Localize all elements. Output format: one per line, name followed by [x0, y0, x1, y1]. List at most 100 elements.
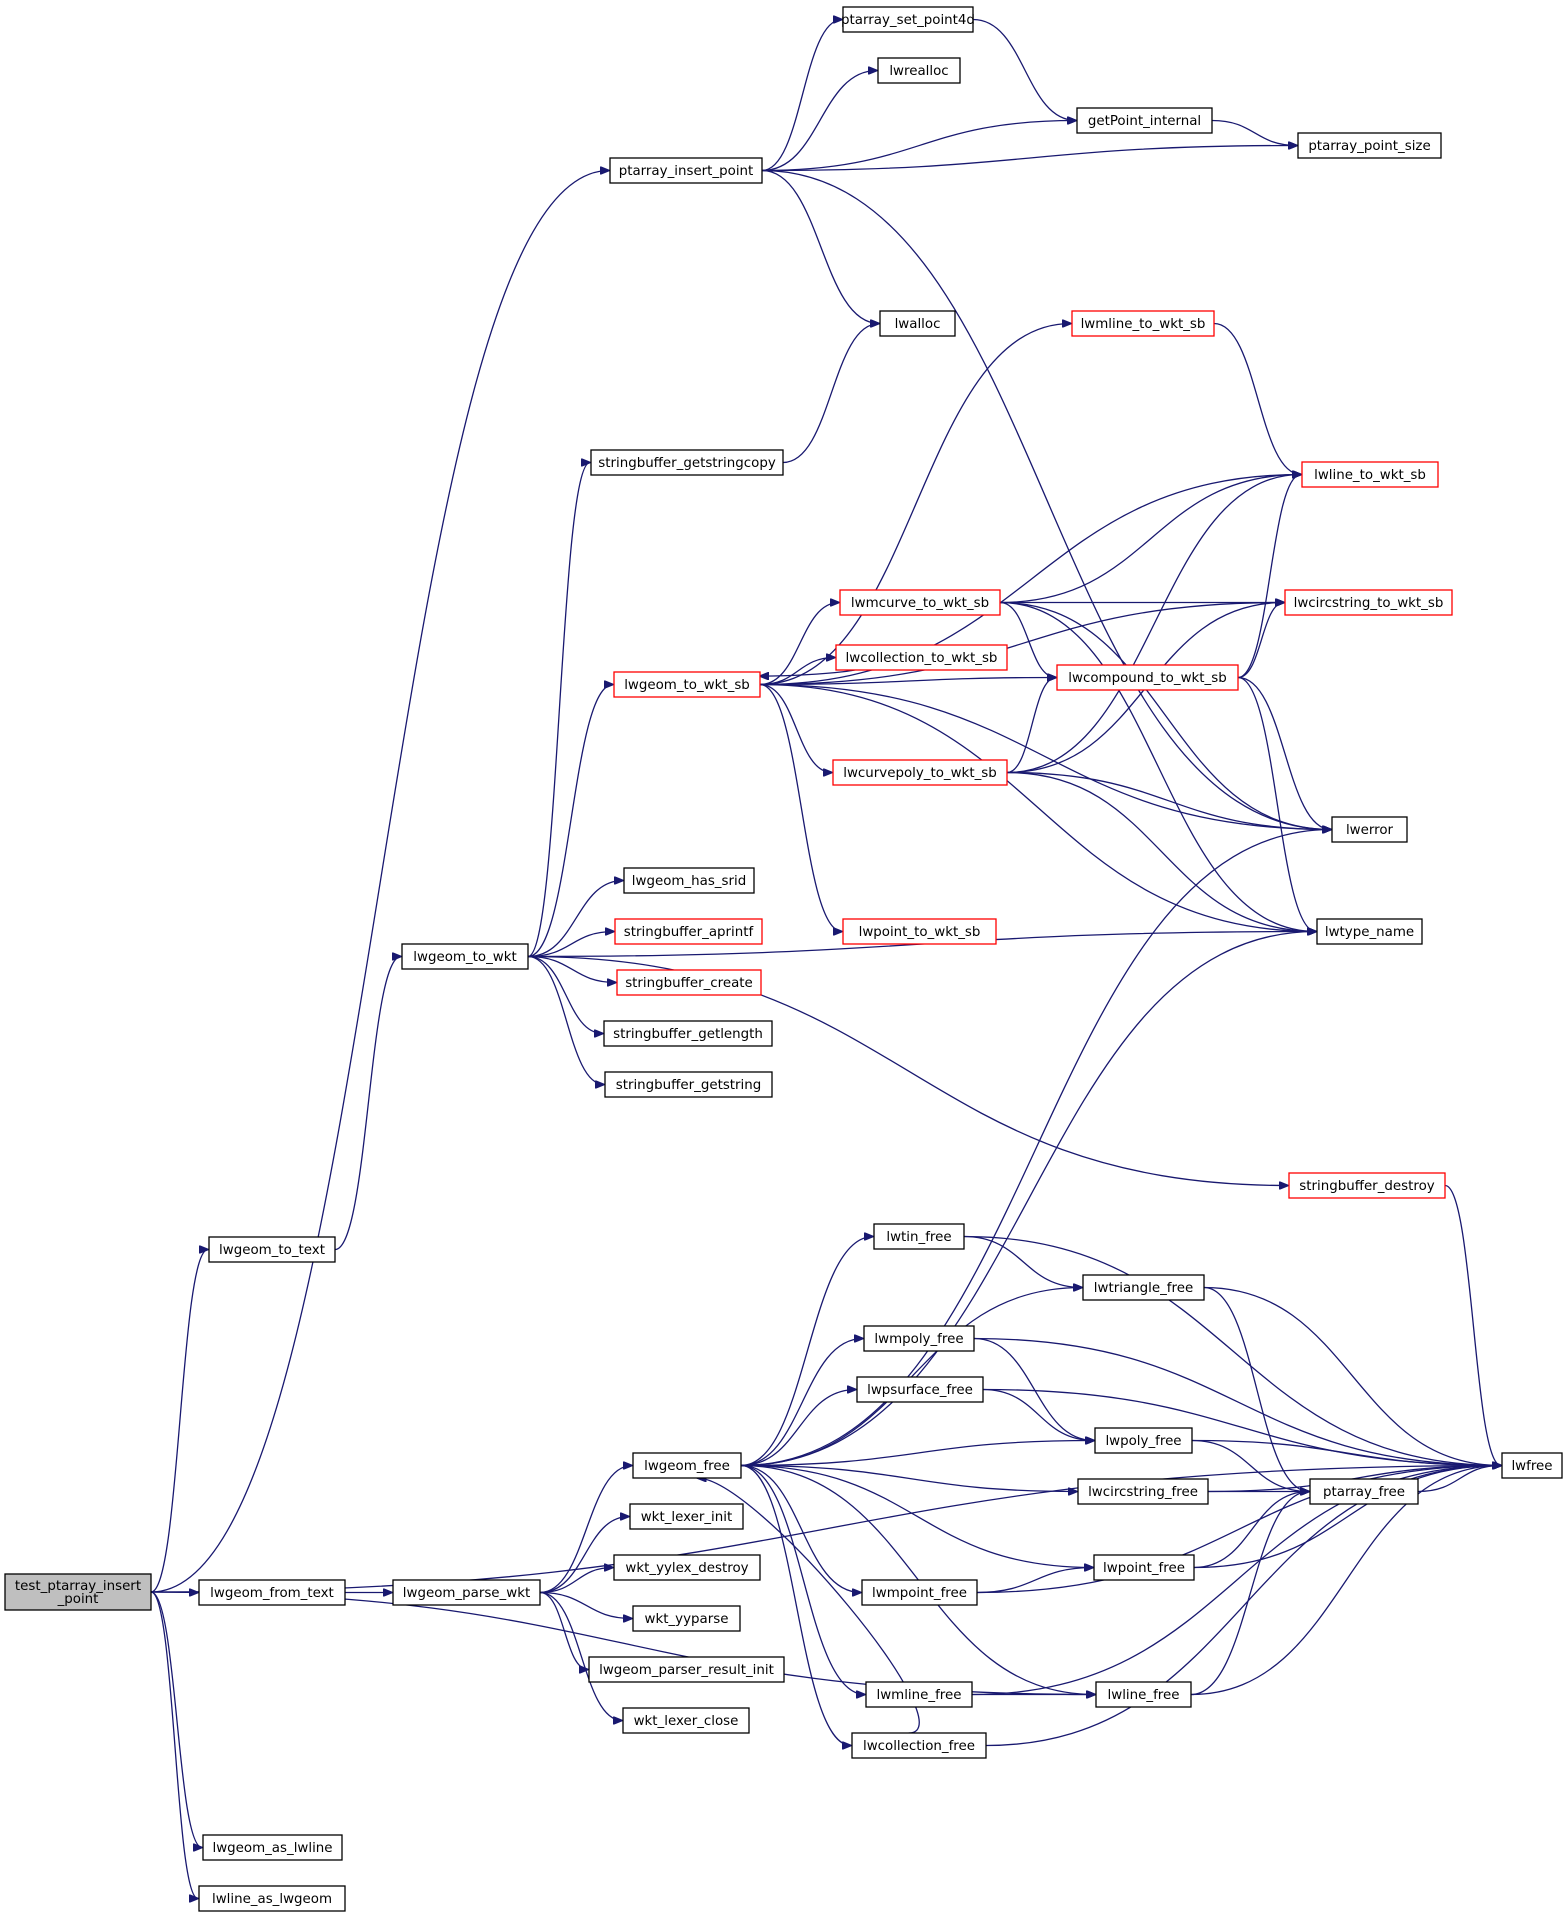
node-box[interactable] — [835, 644, 1008, 671]
node-lwmcurve_to_wkt_sb[interactable]: lwmcurve_to_wkt_sb — [839, 589, 1001, 616]
node-box[interactable] — [616, 969, 762, 996]
node-lwgeom_to_wkt[interactable]: lwgeom_to_wkt — [401, 943, 529, 970]
node-lwcurvepoly_to_wkt_sb[interactable]: lwcurvepoly_to_wkt_sb — [832, 759, 1008, 786]
node-lwtriangle_free[interactable]: lwtriangle_free — [1082, 1274, 1205, 1301]
node-box[interactable] — [613, 1554, 761, 1581]
node-box[interactable] — [873, 1223, 965, 1250]
node-box[interactable] — [877, 57, 961, 84]
node-lwmline_free[interactable]: lwmline_free — [865, 1681, 973, 1708]
node-lwmline_to_wkt_sb[interactable]: lwmline_to_wkt_sb — [1071, 310, 1215, 337]
node-test_ptarray_insert_point[interactable]: test_ptarray_insert_point — [4, 1573, 152, 1611]
node-lwpoint_free[interactable]: lwpoint_free — [1093, 1554, 1195, 1581]
node-stringbuffer_create[interactable]: stringbuffer_create — [616, 969, 762, 996]
node-box[interactable] — [613, 671, 761, 698]
node-box[interactable] — [856, 1376, 984, 1403]
node-box[interactable] — [851, 1732, 987, 1759]
node-box[interactable] — [629, 1503, 744, 1530]
node-box[interactable] — [842, 918, 997, 945]
node-lwgeom_has_srid[interactable]: lwgeom_has_srid — [623, 867, 755, 894]
node-box[interactable] — [1301, 461, 1439, 488]
node-lwgeom_free[interactable]: lwgeom_free — [632, 1452, 742, 1479]
node-ptarray_point_size[interactable]: ptarray_point_size — [1297, 132, 1442, 159]
node-box[interactable] — [614, 918, 763, 945]
node-box[interactable] — [839, 589, 1001, 616]
node-box[interactable] — [392, 1579, 541, 1606]
node-lwmpoly_free[interactable]: lwmpoly_free — [863, 1325, 975, 1352]
node-box[interactable] — [202, 1834, 343, 1861]
node-wkt_lexer_close[interactable]: wkt_lexer_close — [622, 1707, 750, 1734]
node-lwpsurface_free[interactable]: lwpsurface_free — [856, 1376, 984, 1403]
node-lwgeom_parser_result_init[interactable]: lwgeom_parser_result_init — [588, 1656, 785, 1683]
node-lwcompound_to_wkt_sb[interactable]: lwcompound_to_wkt_sb — [1056, 664, 1239, 691]
node-lwpoly_free[interactable]: lwpoly_free — [1094, 1427, 1193, 1454]
node-box[interactable] — [623, 867, 755, 894]
node-box[interactable] — [1284, 589, 1453, 616]
node-box[interactable] — [208, 1236, 336, 1263]
node-lwgeom_from_text[interactable]: lwgeom_from_text — [198, 1579, 346, 1606]
node-lwgeom_parse_wkt[interactable]: lwgeom_parse_wkt — [392, 1579, 541, 1606]
node-stringbuffer_destroy[interactable]: stringbuffer_destroy — [1288, 1172, 1446, 1199]
node-box[interactable] — [1288, 1172, 1446, 1199]
node-box[interactable] — [865, 1681, 973, 1708]
node-box[interactable] — [1309, 1478, 1419, 1505]
node-stringbuffer_getlength[interactable]: stringbuffer_getlength — [603, 1020, 773, 1047]
node-box[interactable] — [622, 1707, 750, 1734]
node-box[interactable] — [832, 759, 1008, 786]
node-box[interactable] — [1297, 132, 1442, 159]
node-lwtype_name[interactable]: lwtype_name — [1316, 918, 1423, 945]
node-box[interactable] — [1331, 816, 1408, 843]
node-ptarray_set_point4d[interactable]: ptarray_set_point4d — [841, 6, 975, 33]
node-wkt_yylex_destroy[interactable]: wkt_yylex_destroy — [613, 1554, 761, 1581]
node-lwpoint_to_wkt_sb[interactable]: lwpoint_to_wkt_sb — [842, 918, 997, 945]
node-stringbuffer_getstringcopy[interactable]: stringbuffer_getstringcopy — [590, 449, 784, 476]
node-lwrealloc[interactable]: lwrealloc — [877, 57, 961, 84]
node-box[interactable] — [861, 1579, 978, 1606]
node-box[interactable] — [401, 943, 529, 970]
node-lwline_free[interactable]: lwline_free — [1095, 1681, 1192, 1708]
node-box[interactable] — [1095, 1681, 1192, 1708]
node-box[interactable] — [632, 1605, 741, 1632]
node-wkt_yyparse[interactable]: wkt_yyparse — [632, 1605, 741, 1632]
node-box[interactable] — [842, 6, 974, 33]
node-box[interactable] — [4, 1573, 152, 1611]
node-box[interactable] — [590, 449, 784, 476]
node-lwcircstring_free[interactable]: lwcircstring_free — [1077, 1478, 1209, 1505]
node-box[interactable] — [609, 157, 763, 184]
node-ptarray_insert_point[interactable]: ptarray_insert_point — [609, 157, 763, 184]
node-box[interactable] — [603, 1020, 773, 1047]
node-box[interactable] — [1071, 310, 1215, 337]
node-box[interactable] — [1093, 1554, 1195, 1581]
node-lwline_to_wkt_sb[interactable]: lwline_to_wkt_sb — [1301, 461, 1439, 488]
node-lwgeom_to_wkt_sb[interactable]: lwgeom_to_wkt_sb — [613, 671, 761, 698]
node-box[interactable] — [632, 1452, 742, 1479]
node-lwcollection_free[interactable]: lwcollection_free — [851, 1732, 987, 1759]
node-box[interactable] — [1316, 918, 1423, 945]
node-lwgeom_as_lwline[interactable]: lwgeom_as_lwline — [202, 1834, 343, 1861]
node-box[interactable] — [1501, 1452, 1563, 1479]
node-box[interactable] — [1076, 107, 1213, 134]
node-box[interactable] — [604, 1071, 773, 1098]
node-lwtin_free[interactable]: lwtin_free — [873, 1223, 965, 1250]
node-box[interactable] — [1094, 1427, 1193, 1454]
node-lwmpoint_free[interactable]: lwmpoint_free — [861, 1579, 978, 1606]
node-box[interactable] — [1056, 664, 1239, 691]
node-lwerror[interactable]: lwerror — [1331, 816, 1408, 843]
node-lwcollection_to_wkt_sb[interactable]: lwcollection_to_wkt_sb — [835, 644, 1008, 671]
node-ptarray_free[interactable]: ptarray_free — [1309, 1478, 1419, 1505]
node-box[interactable] — [863, 1325, 975, 1352]
node-lwgeom_to_text[interactable]: lwgeom_to_text — [208, 1236, 336, 1263]
node-box[interactable] — [1077, 1478, 1209, 1505]
node-lwline_as_lwgeom[interactable]: lwline_as_lwgeom — [198, 1885, 346, 1912]
node-box[interactable] — [198, 1885, 346, 1912]
node-getPoint_internal[interactable]: getPoint_internal — [1076, 107, 1213, 134]
node-stringbuffer_aprintf[interactable]: stringbuffer_aprintf — [614, 918, 763, 945]
node-stringbuffer_getstring[interactable]: stringbuffer_getstring — [604, 1071, 773, 1098]
node-lwcircstring_to_wkt_sb[interactable]: lwcircstring_to_wkt_sb — [1284, 589, 1453, 616]
node-box[interactable] — [1082, 1274, 1205, 1301]
node-box[interactable] — [879, 310, 956, 337]
node-box[interactable] — [198, 1579, 346, 1606]
node-wkt_lexer_init[interactable]: wkt_lexer_init — [629, 1503, 744, 1530]
node-lwfree[interactable]: lwfree — [1501, 1452, 1563, 1479]
node-box[interactable] — [588, 1656, 785, 1683]
node-lwalloc[interactable]: lwalloc — [879, 310, 956, 337]
